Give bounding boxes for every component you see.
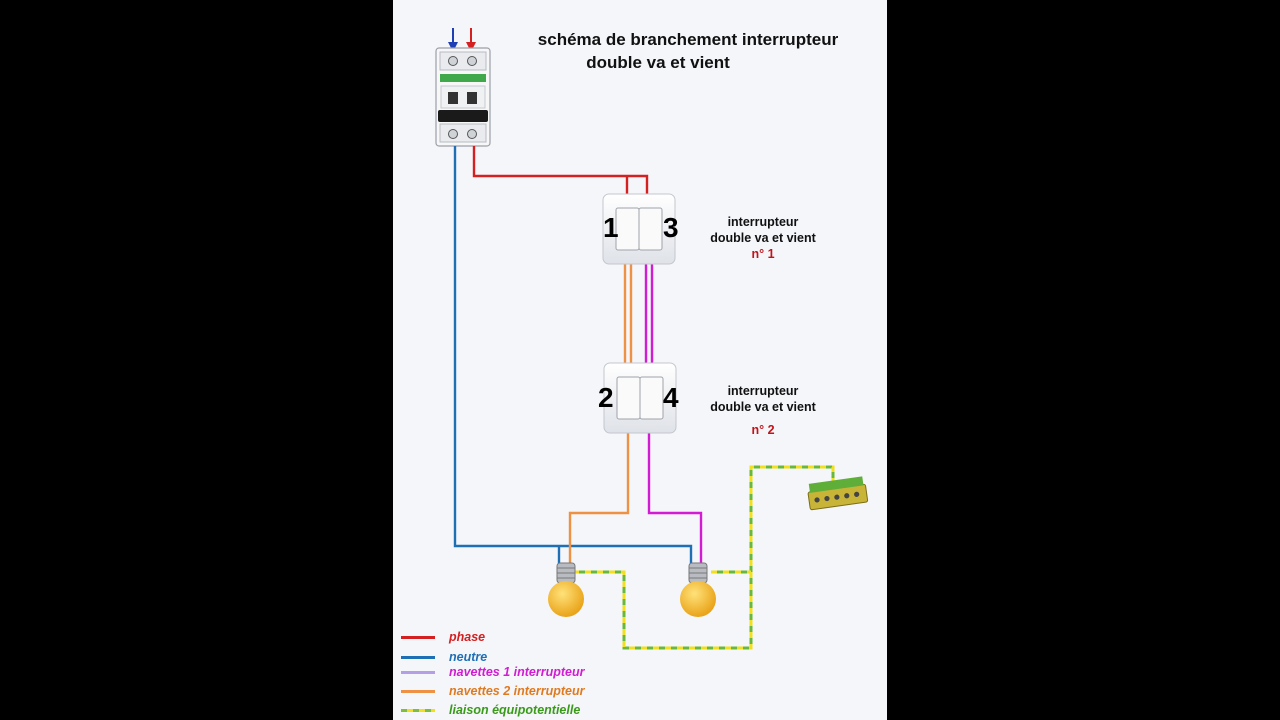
diagram-panel: schéma de branchement interrupteur doubl…	[393, 0, 887, 720]
switch-2-label: interrupteur double va et vient	[693, 383, 833, 415]
neutral-arrow-icon	[448, 42, 458, 52]
switch-1-icon	[602, 193, 676, 265]
legend-item-navettes-1: navettes 1 interrupteur	[401, 663, 584, 681]
legend-label-liaison: liaison équipotentielle	[449, 703, 581, 717]
legend-item-liaison: liaison équipotentielle	[401, 701, 580, 719]
phase-arrow-icon	[466, 42, 476, 52]
switch-2-terminal-right: 4	[663, 382, 679, 413]
legend-label-navettes-1: navettes 1 interrupteur	[449, 665, 585, 679]
diagram-title-line-2: double va et vient	[586, 53, 730, 72]
switch-1-number: n° 1	[751, 247, 775, 261]
legend-label-neutre: neutre	[449, 650, 488, 664]
legend-item-navettes-2: navettes 2 interrupteur	[401, 682, 584, 700]
switch-2-icon	[603, 362, 677, 434]
legend-swatch-navettes-1	[401, 670, 435, 674]
switch-1-terminal-left: 1	[603, 212, 619, 243]
switch-1-label-line-1: interrupteur	[727, 215, 799, 229]
legend-item-phase: phase	[401, 628, 485, 646]
legend-swatch-navettes-2	[401, 689, 435, 693]
lamp-1-icon	[548, 562, 584, 617]
circuit-breaker-icon	[435, 47, 491, 147]
navettes-2-wires	[568, 264, 633, 568]
switch-2-number: n° 2	[751, 423, 775, 437]
switch-1-label: interrupteur double va et vient n° 1	[693, 214, 833, 262]
supply-arrows	[448, 28, 476, 52]
legend-label-navettes-2: navettes 2 interrupteur	[449, 684, 585, 698]
earth-wires	[573, 465, 835, 650]
navettes-1-wires	[644, 264, 703, 568]
switch-2-label-line-1: interrupteur	[727, 384, 799, 398]
switch-2-terminal-left: 2	[598, 382, 614, 413]
switch-1-label-line-2: double va et vient	[710, 231, 816, 245]
earth-terminal-block-icon	[807, 476, 869, 511]
legend-swatch-liaison	[401, 708, 435, 712]
legend-swatch-phase	[401, 635, 435, 639]
lamp-2-icon	[680, 562, 716, 617]
switch-2-label-line-2: double va et vient	[710, 400, 816, 414]
neutral-wire	[453, 146, 693, 570]
legend-label-phase: phase	[449, 630, 486, 644]
wiring-diagram	[435, 28, 869, 650]
legend-item-neutre: neutre	[401, 648, 487, 666]
diagram-title-line-1: schéma de branchement interrupteur	[537, 30, 839, 49]
legend-swatch-neutre	[401, 655, 435, 659]
phase-wire	[472, 146, 649, 194]
switch-1-terminal-right: 3	[663, 212, 679, 243]
